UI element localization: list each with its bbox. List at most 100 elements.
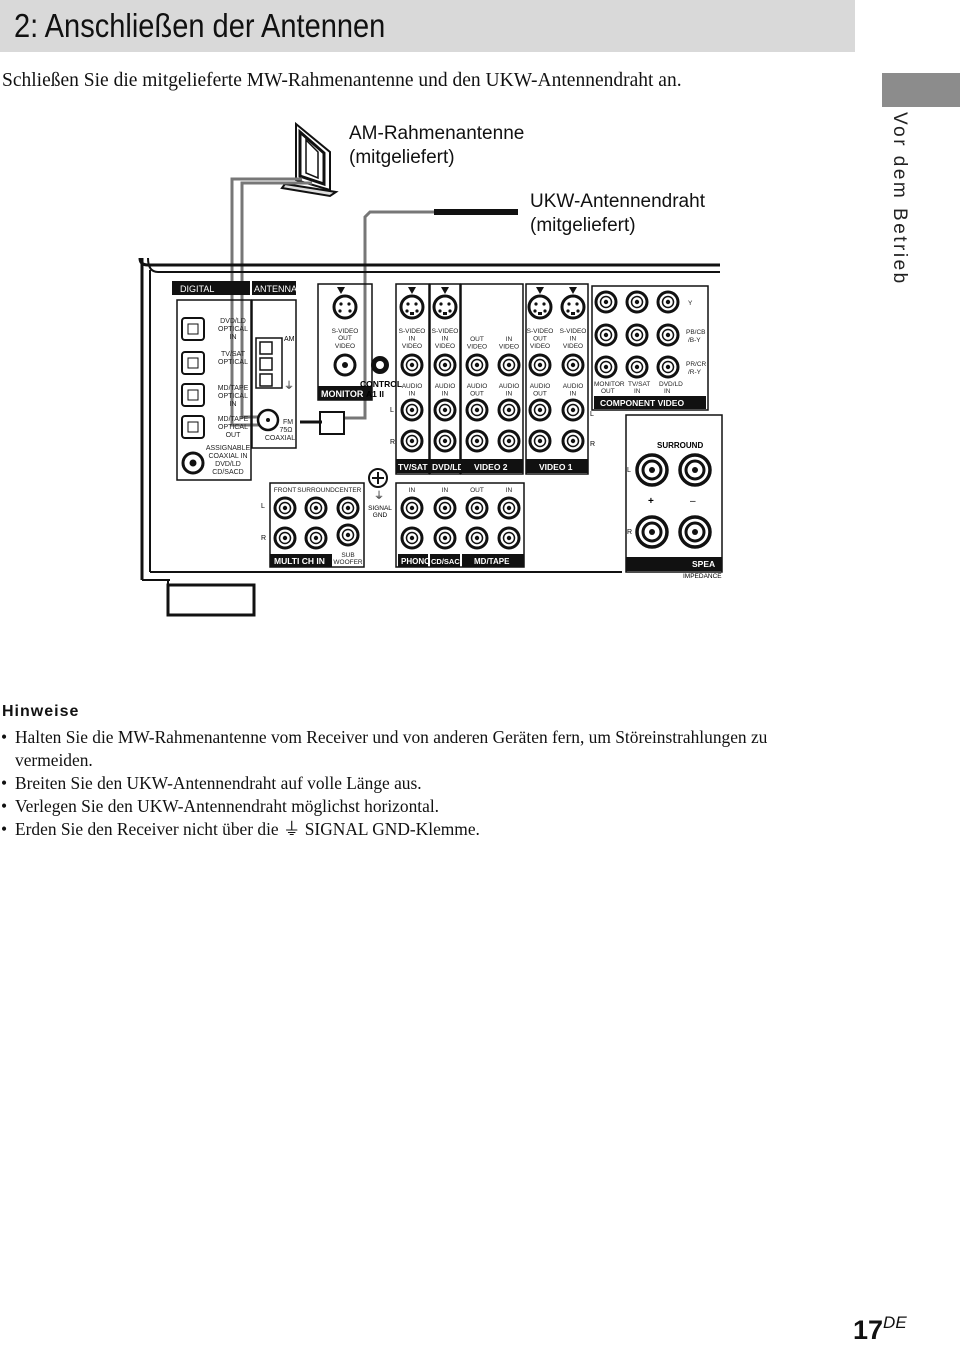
svg-text:ASSIGNABLE: ASSIGNABLE <box>206 445 251 452</box>
jack-label: IN <box>442 391 449 398</box>
lr-labels-upper: L R L R <box>390 407 595 448</box>
audio-jack-r <box>497 429 521 453</box>
svg-text:/R-Y: /R-Y <box>688 369 702 376</box>
svg-text:L: L <box>261 503 265 510</box>
gnd-label: GND <box>373 512 388 519</box>
fm-antenna-wire <box>300 209 518 435</box>
svg-text:DVD/LD: DVD/LD <box>220 318 246 325</box>
svg-text:VIDEO 2: VIDEO 2 <box>474 462 508 472</box>
svg-text:IN: IN <box>409 487 416 494</box>
jack-label: S-VIDEO <box>560 328 587 335</box>
jack-label: AUDIO <box>435 383 456 390</box>
section-title: 2: Anschließen der Antennen <box>14 7 386 44</box>
page-number-suffix: DE <box>883 1313 907 1332</box>
am-label: AM <box>284 336 295 343</box>
speakers-label: SPEA <box>692 559 715 569</box>
multi-ch-jack <box>273 526 297 550</box>
audio-jack-l <box>433 398 457 422</box>
svg-text:IN: IN <box>230 401 237 408</box>
svg-text:OUT: OUT <box>338 335 352 342</box>
jack-label: AUDIO <box>499 383 520 390</box>
sub-woofer-jack <box>336 523 360 547</box>
svg-text:OPTICAL: OPTICAL <box>218 326 248 333</box>
video-jack <box>465 353 489 377</box>
speaker-terminals <box>635 453 712 549</box>
audio-jack-r <box>433 429 457 453</box>
jack-label: AUDIO <box>402 383 423 390</box>
plus-label: + <box>648 496 654 507</box>
fm-callout-line1: UKW-Antennendraht <box>530 191 705 212</box>
lower-col-labels: IN IN OUT IN <box>409 487 513 494</box>
svg-text:CENTER: CENTER <box>335 487 362 494</box>
jack-label: IN <box>570 391 577 398</box>
component-jacks <box>594 290 680 379</box>
multi-ch-bar <box>270 554 332 567</box>
input-jack-l <box>400 496 424 520</box>
arrow-marker <box>408 287 416 294</box>
input-group-box <box>460 283 524 475</box>
audio-jack-l <box>465 398 489 422</box>
jack-label: VIDEO <box>530 343 550 350</box>
arrow-marker <box>569 287 577 294</box>
impedance-label: IMPEDANCE <box>683 573 722 580</box>
audio-jack-r <box>465 429 489 453</box>
svg-text:COAXIAL IN: COAXIAL IN <box>208 453 247 460</box>
svg-text:OPTICAL: OPTICAL <box>218 424 248 431</box>
input-jack-r <box>497 526 521 550</box>
jack-label: VIDEO <box>402 343 422 350</box>
svg-text:L: L <box>627 467 631 474</box>
svg-text:WOOFER: WOOFER <box>333 559 363 566</box>
am-callout-line1: AM-Rahmenantenne <box>349 123 525 144</box>
video-input-section: S-VIDEOINVIDEOAUDIOINS-VIDEOINVIDEOAUDIO… <box>395 283 589 475</box>
svg-text:R: R <box>627 529 632 536</box>
monitor-svideo-labels: S-VIDEO OUT VIDEO <box>332 328 359 350</box>
jack-label: IN <box>570 336 577 343</box>
audio-jack-l <box>528 398 552 422</box>
video-jack <box>528 353 552 377</box>
lower-rca-jacks <box>273 496 521 550</box>
fm-jack-center <box>266 418 270 422</box>
svg-text:VIDEO 1: VIDEO 1 <box>539 462 573 472</box>
control-label: CONTROL <box>360 379 402 389</box>
svg-text:CD/SACD: CD/SACD <box>431 557 466 566</box>
jack-label: AUDIO <box>467 383 488 390</box>
svg-text:IN: IN <box>664 388 671 395</box>
multi-ch-labels: FRONT SURROUND CENTER SUB WOOFER <box>274 487 363 566</box>
multi-ch-label: MULTI CH IN <box>274 556 325 566</box>
speaker-terminal <box>635 453 669 487</box>
section-header <box>0 0 855 52</box>
speaker-terminal <box>678 453 712 487</box>
optical-jacks <box>181 317 205 475</box>
svg-text:IN: IN <box>506 487 513 494</box>
svg-text:R: R <box>390 439 395 446</box>
component-jack-y <box>625 290 649 314</box>
svg-text:DVD/LD: DVD/LD <box>432 462 464 472</box>
svg-text:SUB: SUB <box>341 552 354 559</box>
multi-ch-jack <box>336 496 360 520</box>
jack-label: VIDEO <box>435 343 455 350</box>
fm-antenna-callout: UKW-Antennendraht (mitgeliefert) <box>530 190 705 238</box>
component-jack-y <box>594 290 618 314</box>
monitor-svideo-jack <box>332 294 358 320</box>
jack-label: OUT <box>533 336 547 343</box>
svg-text:PHONO: PHONO <box>401 557 430 566</box>
svg-text:TV/SAT: TV/SAT <box>628 381 650 388</box>
jack-label: VIDEO <box>499 344 519 351</box>
input-jack-r <box>465 526 489 550</box>
gnd-symbol: ⏚ <box>374 490 384 502</box>
note-item: Verlegen Sie den UKW-Antennendraht mögli… <box>0 795 840 818</box>
control-a1-jack <box>371 356 389 374</box>
monitor-label: MONITOR <box>321 389 364 399</box>
svg-text:R: R <box>261 535 266 542</box>
signal-gnd-terminal <box>368 468 388 488</box>
svg-text:/B-Y: /B-Y <box>688 337 701 344</box>
intro-text: Schließen Sie die mitgelieferte MW-Rahme… <box>2 70 682 91</box>
audio-jack-r <box>561 429 585 453</box>
jack-label: IN <box>442 336 449 343</box>
component-title-bar <box>594 396 706 409</box>
svg-text:MONITOR: MONITOR <box>594 381 625 388</box>
arrow-marker <box>441 287 449 294</box>
svg-text:VIDEO: VIDEO <box>335 343 355 350</box>
signal-label: SIGNAL <box>368 505 392 512</box>
notes-list: Halten Sie die MW-Rahmenantenne vom Rece… <box>0 726 840 841</box>
